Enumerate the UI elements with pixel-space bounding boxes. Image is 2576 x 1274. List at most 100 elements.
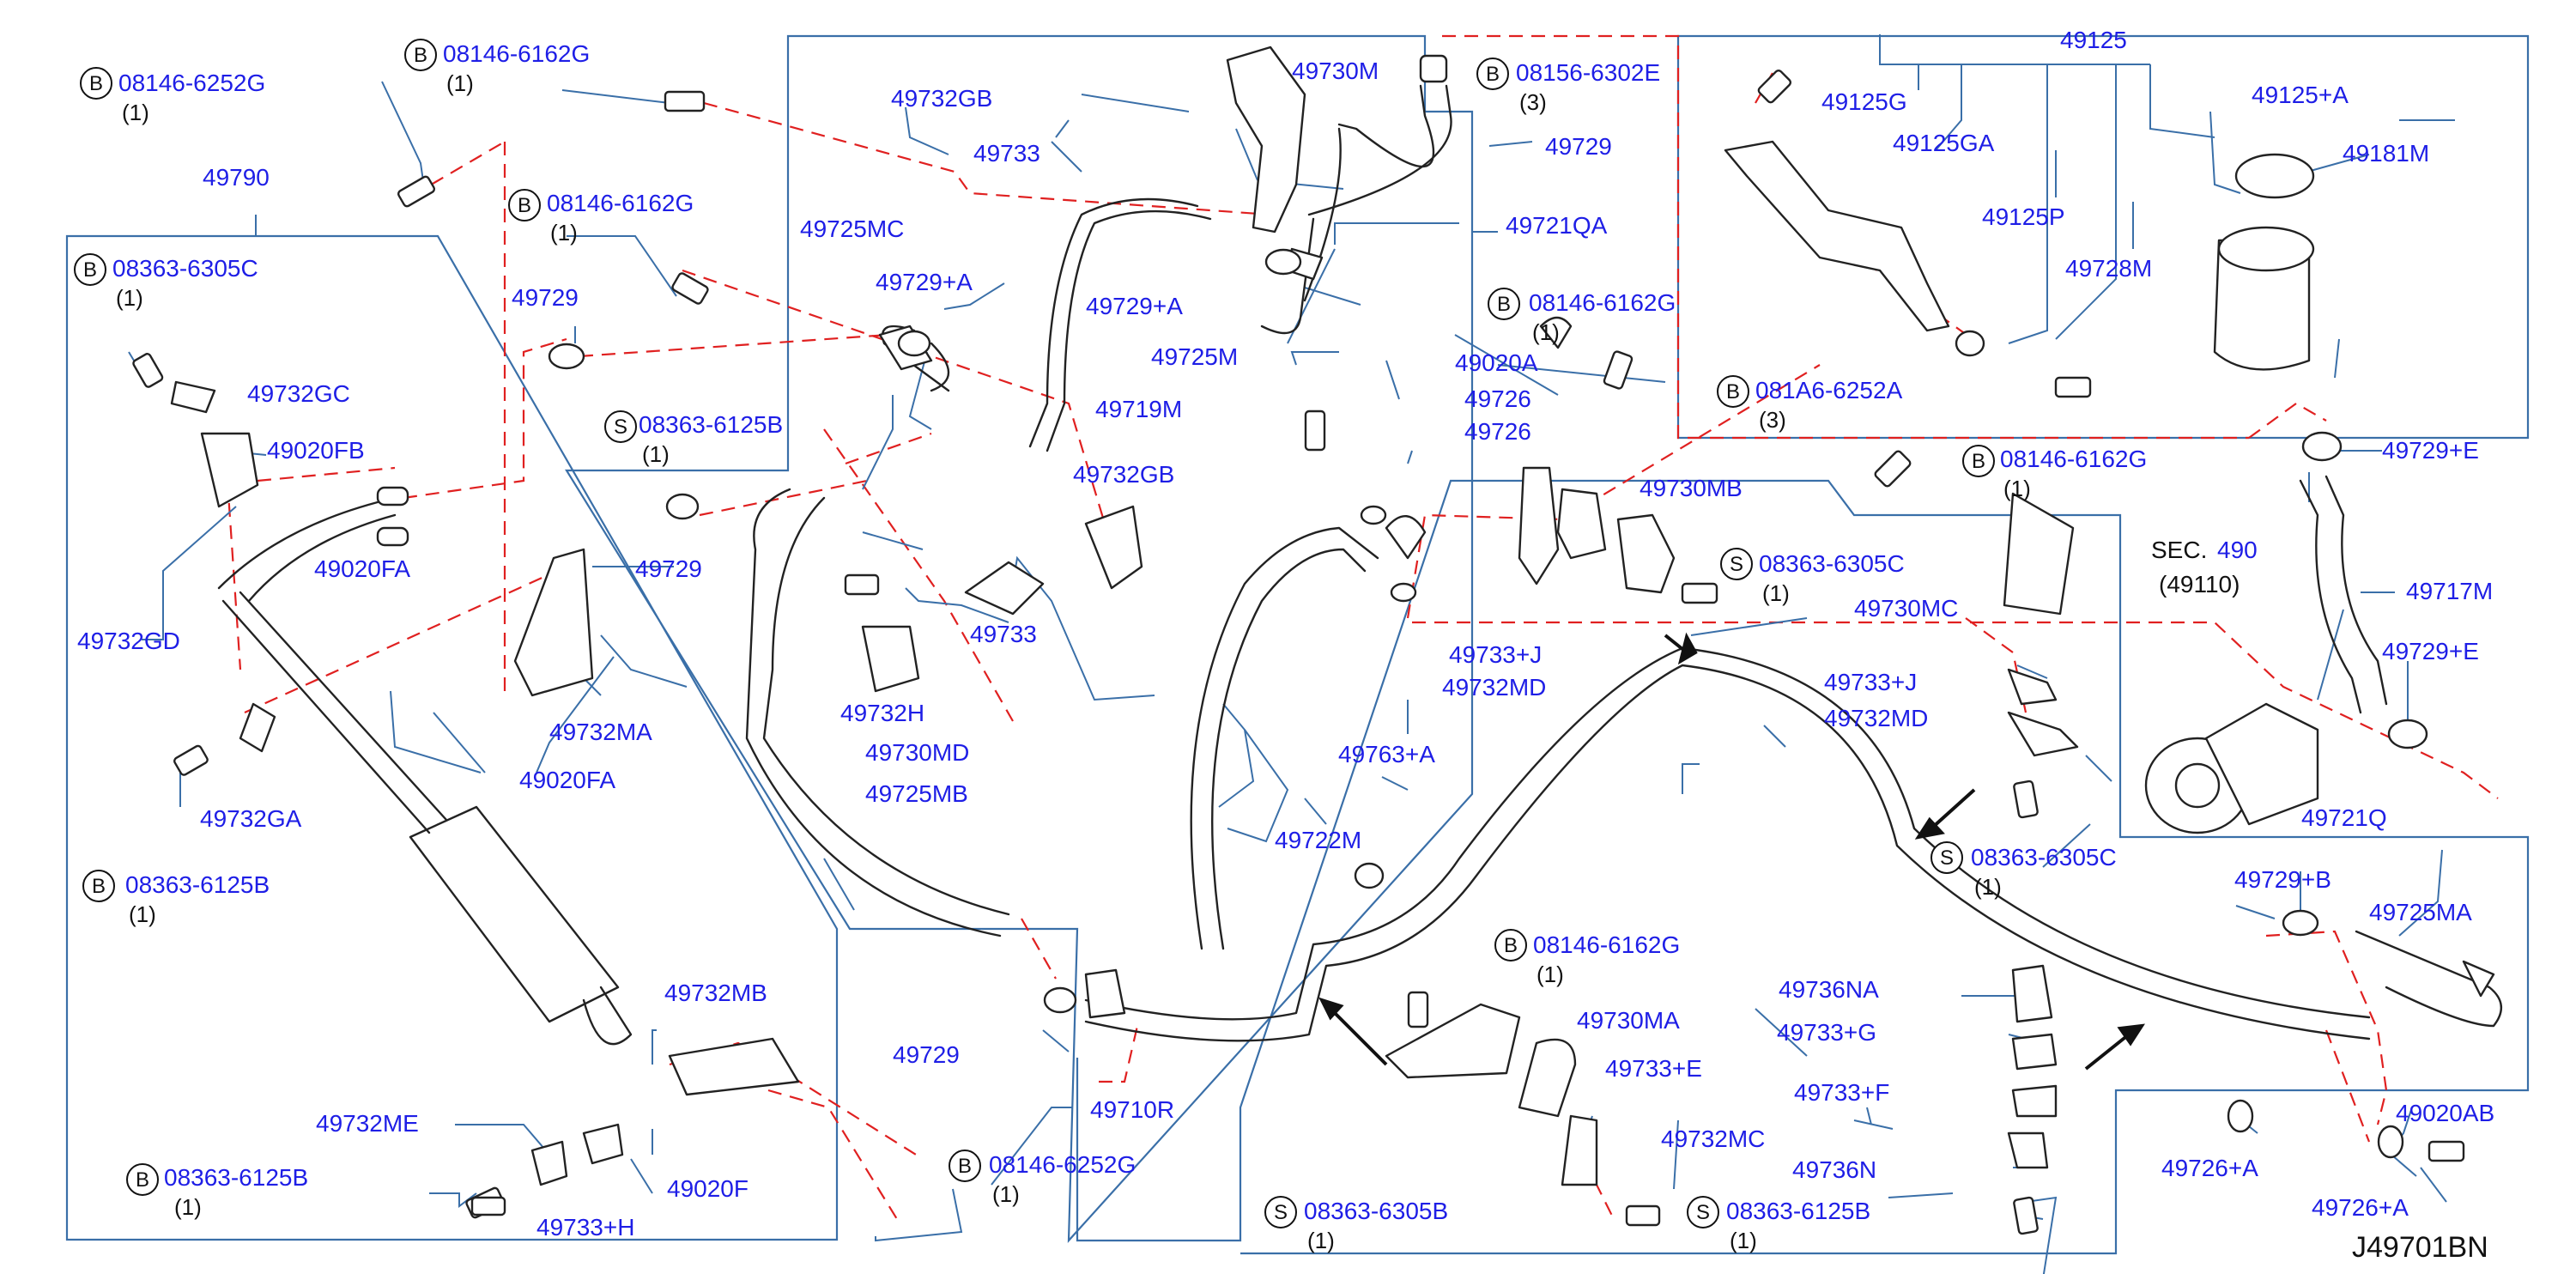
label-49763a[interactable]: 49763+A bbox=[1338, 741, 1435, 767]
label-49726a-b[interactable]: 49726+A bbox=[2312, 1194, 2409, 1221]
label-49181m[interactable]: 49181M bbox=[2343, 140, 2429, 167]
svg-text:B: B bbox=[1504, 934, 1518, 957]
marker-s-3: S bbox=[1930, 841, 1963, 874]
label-49020fa-a[interactable]: 49020FA bbox=[314, 555, 410, 582]
svg-text:B: B bbox=[518, 194, 531, 217]
label-08363-6125b-d[interactable]: 08363-6125B bbox=[1726, 1198, 1870, 1224]
svg-text:S: S bbox=[1274, 1201, 1288, 1224]
label-49729-c[interactable]: 49729 bbox=[893, 1041, 960, 1068]
label-08363-6305c-c[interactable]: 08363-6305C bbox=[1971, 844, 2117, 871]
label-081a6-6252a[interactable]: 081A6-6252A bbox=[1755, 377, 1903, 403]
label-49730md[interactable]: 49730MD bbox=[865, 739, 969, 766]
label-49020fb[interactable]: 49020FB bbox=[267, 437, 365, 464]
label-49721q[interactable]: 49721Q bbox=[2301, 804, 2387, 831]
label-49729e-b[interactable]: 49729+E bbox=[2382, 638, 2479, 664]
label-49710r[interactable]: 49710R bbox=[1090, 1096, 1174, 1123]
label-49732gc[interactable]: 49732GC bbox=[247, 380, 350, 407]
label-49020a[interactable]: 49020A bbox=[1455, 349, 1538, 376]
label-08363-6305c-a[interactable]: 08363-6305C bbox=[112, 255, 258, 282]
label-49732mc[interactable]: 49732MC bbox=[1661, 1125, 1765, 1152]
label-49730mc[interactable]: 49730MC bbox=[1854, 595, 1958, 622]
label-49721qa[interactable]: 49721QA bbox=[1506, 212, 1608, 239]
marker-b-12: B bbox=[1494, 929, 1527, 962]
label-49730ma[interactable]: 49730MA bbox=[1577, 1007, 1680, 1034]
label-49729-d[interactable]: 49729 bbox=[1545, 133, 1612, 160]
label-08363-6125b-b[interactable]: 08363-6125B bbox=[125, 871, 270, 898]
label-08146-6162g-d[interactable]: 08146-6162G bbox=[2000, 446, 2147, 472]
label-49729e-a[interactable]: 49729+E bbox=[2382, 437, 2479, 464]
label-49726-a[interactable]: 49726 bbox=[1464, 385, 1531, 412]
label-49717m[interactable]: 49717M bbox=[2406, 578, 2493, 604]
label-49736n[interactable]: 49736N bbox=[1792, 1156, 1876, 1183]
label-49125[interactable]: 49125 bbox=[2060, 27, 2127, 53]
label-49729a-a[interactable]: 49729+A bbox=[876, 269, 973, 295]
label-49020fa-b[interactable]: 49020FA bbox=[519, 767, 615, 793]
marker-s-1: S bbox=[604, 410, 637, 443]
label-49790[interactable]: 49790 bbox=[203, 164, 270, 191]
diagram-code: J49701BN bbox=[2352, 1231, 2488, 1264]
label-49125a[interactable]: 49125+A bbox=[2252, 82, 2349, 108]
label-49732h[interactable]: 49732H bbox=[840, 700, 924, 726]
marker-b-4: B bbox=[74, 253, 106, 286]
label-08363-6305c-b[interactable]: 08363-6305C bbox=[1759, 550, 1905, 577]
qty-08363-6305c-b: (1) bbox=[1762, 580, 1790, 606]
label-49733j-b[interactable]: 49733+J bbox=[1824, 669, 1917, 695]
label-49125p[interactable]: 49125P bbox=[1982, 203, 2065, 230]
label-49733j-a[interactable]: 49733+J bbox=[1449, 641, 1542, 668]
label-49722m[interactable]: 49722M bbox=[1275, 827, 1361, 853]
svg-text:B: B bbox=[1497, 293, 1511, 316]
label-49726-b[interactable]: 49726 bbox=[1464, 418, 1531, 445]
label-49730mb[interactable]: 49730MB bbox=[1640, 475, 1743, 501]
label-49020ab[interactable]: 49020AB bbox=[2396, 1100, 2494, 1126]
label-49725mb[interactable]: 49725MB bbox=[865, 780, 968, 807]
svg-text:S: S bbox=[1730, 553, 1743, 576]
label-49733-b[interactable]: 49733 bbox=[970, 621, 1037, 647]
label-49733e[interactable]: 49733+E bbox=[1605, 1055, 1702, 1082]
label-49732gb-b[interactable]: 49732GB bbox=[1073, 461, 1174, 488]
label-49732ga[interactable]: 49732GA bbox=[200, 805, 302, 832]
label-08146-6162g-c[interactable]: 08146-6162G bbox=[1529, 289, 1676, 316]
label-49729a-b[interactable]: 49729+A bbox=[1086, 293, 1183, 319]
svg-text:S: S bbox=[1696, 1201, 1710, 1224]
label-49719m[interactable]: 49719M bbox=[1095, 396, 1182, 422]
label-49733f[interactable]: 49733+F bbox=[1794, 1079, 1889, 1106]
label-49725ma[interactable]: 49725MA bbox=[2369, 899, 2472, 925]
label-08156-6302e[interactable]: 08156-6302E bbox=[1516, 59, 1660, 86]
label-49125ga[interactable]: 49125GA bbox=[1893, 130, 1995, 156]
marker-s-4: S bbox=[1264, 1196, 1297, 1228]
label-49732gb-a[interactable]: 49732GB bbox=[891, 85, 992, 112]
label-08363-6125b-c[interactable]: 08363-6125B bbox=[164, 1164, 308, 1191]
label-49020f[interactable]: 49020F bbox=[667, 1175, 749, 1202]
sec-number[interactable]: 490 bbox=[2217, 537, 2258, 563]
label-08146-6162g-b[interactable]: 08146-6162G bbox=[547, 190, 694, 216]
label-49732me[interactable]: 49732ME bbox=[316, 1110, 419, 1137]
label-49733h[interactable]: 49733+H bbox=[536, 1214, 634, 1241]
label-49729-a[interactable]: 49729 bbox=[512, 284, 579, 311]
label-49732md-b[interactable]: 49732MD bbox=[1824, 705, 1928, 731]
qty-08156-6302e: (3) bbox=[1519, 89, 1547, 115]
label-08146-6252g-a[interactable]: 08146-6252G bbox=[118, 70, 265, 96]
label-49736na[interactable]: 49736NA bbox=[1779, 976, 1879, 1003]
label-08363-6125b-a[interactable]: 08363-6125B bbox=[639, 411, 783, 438]
label-49728m[interactable]: 49728M bbox=[2065, 255, 2152, 282]
svg-text:B: B bbox=[89, 72, 103, 95]
label-49732md-a[interactable]: 49732MD bbox=[1442, 674, 1546, 701]
label-08363-6305b[interactable]: 08363-6305B bbox=[1304, 1198, 1448, 1224]
label-08146-6162g-a[interactable]: 08146-6162G bbox=[443, 40, 590, 67]
label-49733g[interactable]: 49733+G bbox=[1777, 1019, 1876, 1046]
label-08146-6162g-e[interactable]: 08146-6162G bbox=[1533, 931, 1680, 958]
label-49732mb[interactable]: 49732MB bbox=[664, 980, 767, 1006]
label-49725mc[interactable]: 49725MC bbox=[800, 215, 904, 242]
label-49730m[interactable]: 49730M bbox=[1292, 58, 1379, 84]
label-49729-b[interactable]: 49729 bbox=[635, 555, 702, 582]
label-49726a-a[interactable]: 49726+A bbox=[2161, 1155, 2258, 1181]
label-08146-6252g-b[interactable]: 08146-6252G bbox=[989, 1151, 1136, 1178]
marker-b-11: B bbox=[1962, 445, 1995, 477]
label-49733-a[interactable]: 49733 bbox=[973, 140, 1040, 167]
label-49732ma[interactable]: 49732MA bbox=[549, 719, 652, 745]
label-49729b[interactable]: 49729+B bbox=[2234, 866, 2331, 893]
label-49125g[interactable]: 49125G bbox=[1821, 88, 1907, 115]
svg-text:B: B bbox=[1972, 450, 1985, 473]
label-49725m[interactable]: 49725M bbox=[1151, 343, 1238, 370]
label-49732gd[interactable]: 49732GD bbox=[77, 628, 180, 654]
